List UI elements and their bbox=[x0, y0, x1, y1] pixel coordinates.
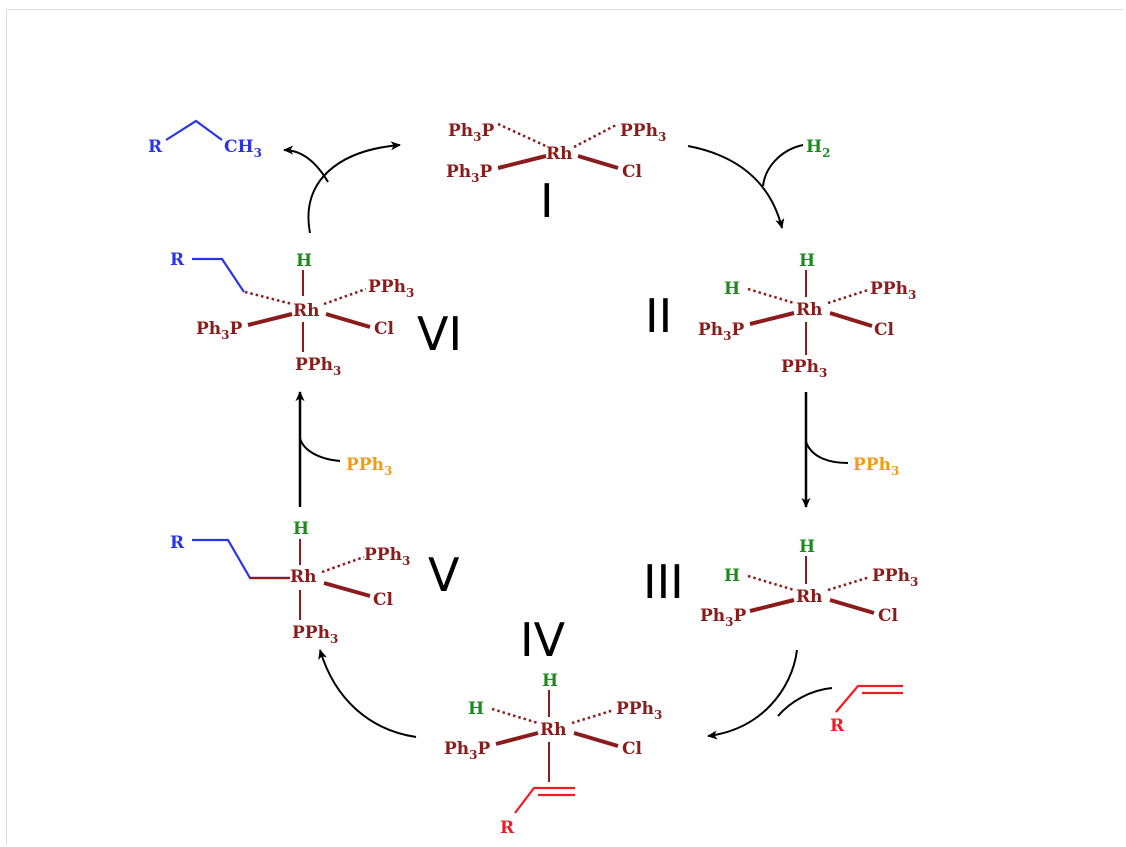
h-label: H bbox=[468, 699, 484, 719]
rh-label: Rh bbox=[290, 567, 317, 587]
cl-label: Cl bbox=[373, 590, 394, 610]
pph3-leaving: PPh3 bbox=[853, 455, 899, 478]
wedge-bond bbox=[497, 154, 547, 170]
alkene-bond bbox=[835, 684, 903, 713]
arrow-VI-to-I bbox=[307, 141, 401, 234]
pph3-label: PPh3 bbox=[872, 566, 918, 589]
h-label: H bbox=[799, 537, 815, 557]
wedge-bond bbox=[495, 731, 539, 746]
dashed-bond bbox=[827, 575, 871, 592]
dashed-bond bbox=[571, 708, 615, 725]
h-label: H bbox=[724, 279, 740, 299]
complex-IV: Rh H H PPh3 Ph3P Cl R IV bbox=[444, 613, 662, 838]
complex-V: Rh H PPh3 Cl PPh3 R V bbox=[170, 519, 460, 646]
alkyl-chain bbox=[192, 257, 245, 293]
wedge-bond bbox=[577, 154, 619, 170]
ph3p-label: Ph3P bbox=[444, 739, 491, 762]
dashed-bond bbox=[321, 555, 365, 574]
arrow-h2-addition bbox=[762, 144, 804, 187]
pph3-label: PPh3 bbox=[368, 277, 414, 300]
rh-label: Rh bbox=[546, 144, 573, 164]
wedge-bond bbox=[829, 598, 875, 615]
arrow-IV-to-V bbox=[318, 649, 417, 738]
r-label: R bbox=[170, 533, 185, 553]
wedge-bond bbox=[325, 312, 371, 329]
dashed-bond bbox=[491, 707, 539, 725]
rh-label: Rh bbox=[796, 587, 823, 607]
h-label: H bbox=[542, 671, 558, 691]
dashed-bond bbox=[573, 122, 619, 149]
wedge-bond bbox=[573, 731, 619, 748]
complex-VI: Rh H PPh3 Ph3P Cl PPh3 R VI bbox=[170, 250, 462, 378]
wedge-bond bbox=[323, 581, 371, 598]
arrow-pph3-loss bbox=[299, 437, 341, 462]
complex-II: Rh H H PPh3 Ph3P Cl PPh3 II bbox=[645, 251, 916, 380]
r-label: R bbox=[500, 818, 515, 838]
wedge-bond bbox=[829, 311, 873, 328]
dashed-bond bbox=[323, 287, 367, 306]
r-label: R bbox=[830, 716, 845, 736]
cl-label: Cl bbox=[374, 319, 395, 339]
h-label: H bbox=[724, 566, 740, 586]
label-II: II bbox=[645, 289, 672, 343]
ph3p-label: Ph3P bbox=[700, 606, 747, 629]
label-VI: VI bbox=[417, 307, 462, 361]
ph3p-label: Ph3P bbox=[446, 162, 493, 185]
page-frame bbox=[6, 9, 1124, 845]
wedge-bond bbox=[749, 598, 795, 613]
alkane-product: R CH3 bbox=[148, 119, 262, 160]
h-label: H bbox=[296, 251, 312, 271]
arrow-III-to-IV bbox=[707, 649, 798, 740]
dashed-bond bbox=[747, 574, 795, 592]
arrow-alkene-addition bbox=[777, 687, 833, 717]
cl-label: Cl bbox=[622, 162, 643, 182]
pph3-label: PPh3 bbox=[295, 355, 341, 378]
cl-label: Cl bbox=[878, 606, 899, 626]
reaction-arrows bbox=[283, 141, 849, 740]
pph3-leaving: PPh3 bbox=[346, 455, 392, 478]
h-label: H bbox=[799, 251, 815, 271]
dashed-bond bbox=[747, 287, 795, 305]
complex-III: Rh H H PPh3 Ph3P Cl III bbox=[643, 537, 918, 629]
rh-label: Rh bbox=[796, 300, 823, 320]
r-label: R bbox=[170, 250, 185, 270]
pph3-label: PPh3 bbox=[620, 121, 666, 144]
rh-label: Rh bbox=[540, 720, 567, 740]
label-I: I bbox=[540, 174, 554, 228]
ph3p-label: Ph3P bbox=[698, 320, 745, 343]
ph3p-label: Ph3P bbox=[448, 121, 495, 144]
alkyl-chain bbox=[192, 538, 290, 580]
label-V: V bbox=[428, 548, 460, 602]
label-IV: IV bbox=[520, 613, 566, 667]
pph3-label: PPh3 bbox=[292, 623, 338, 646]
cl-label: Cl bbox=[874, 320, 895, 340]
ph3p-label: Ph3P bbox=[196, 319, 243, 342]
r-label: R bbox=[148, 137, 163, 157]
pph3-label: PPh3 bbox=[616, 699, 662, 722]
pph3-label: PPh3 bbox=[870, 279, 916, 302]
h-label: H bbox=[293, 519, 309, 539]
complex-I: Rh Ph3P PPh3 Ph3P Cl I bbox=[446, 121, 666, 228]
dashed-bond bbox=[497, 122, 549, 149]
dashed-bond bbox=[244, 290, 293, 306]
pph3-label: PPh3 bbox=[364, 545, 410, 568]
alkene-reagent: R bbox=[830, 684, 903, 736]
arrow-reductive-elimination bbox=[283, 145, 329, 183]
arrow-I-to-II bbox=[687, 145, 785, 229]
wedge-bond bbox=[749, 311, 795, 326]
arrow-pph3-loss bbox=[805, 441, 849, 464]
rh-label: Rh bbox=[293, 301, 320, 321]
ch3-label: CH3 bbox=[224, 137, 262, 160]
alkane-bond bbox=[165, 119, 223, 141]
dashed-bond bbox=[827, 288, 869, 305]
alkene-bond bbox=[514, 786, 575, 814]
h2-reagent: H2 bbox=[806, 137, 830, 160]
label-III: III bbox=[643, 555, 684, 609]
pph3-label: PPh3 bbox=[781, 357, 827, 380]
wedge-bond bbox=[247, 312, 293, 327]
cl-label: Cl bbox=[622, 739, 643, 759]
